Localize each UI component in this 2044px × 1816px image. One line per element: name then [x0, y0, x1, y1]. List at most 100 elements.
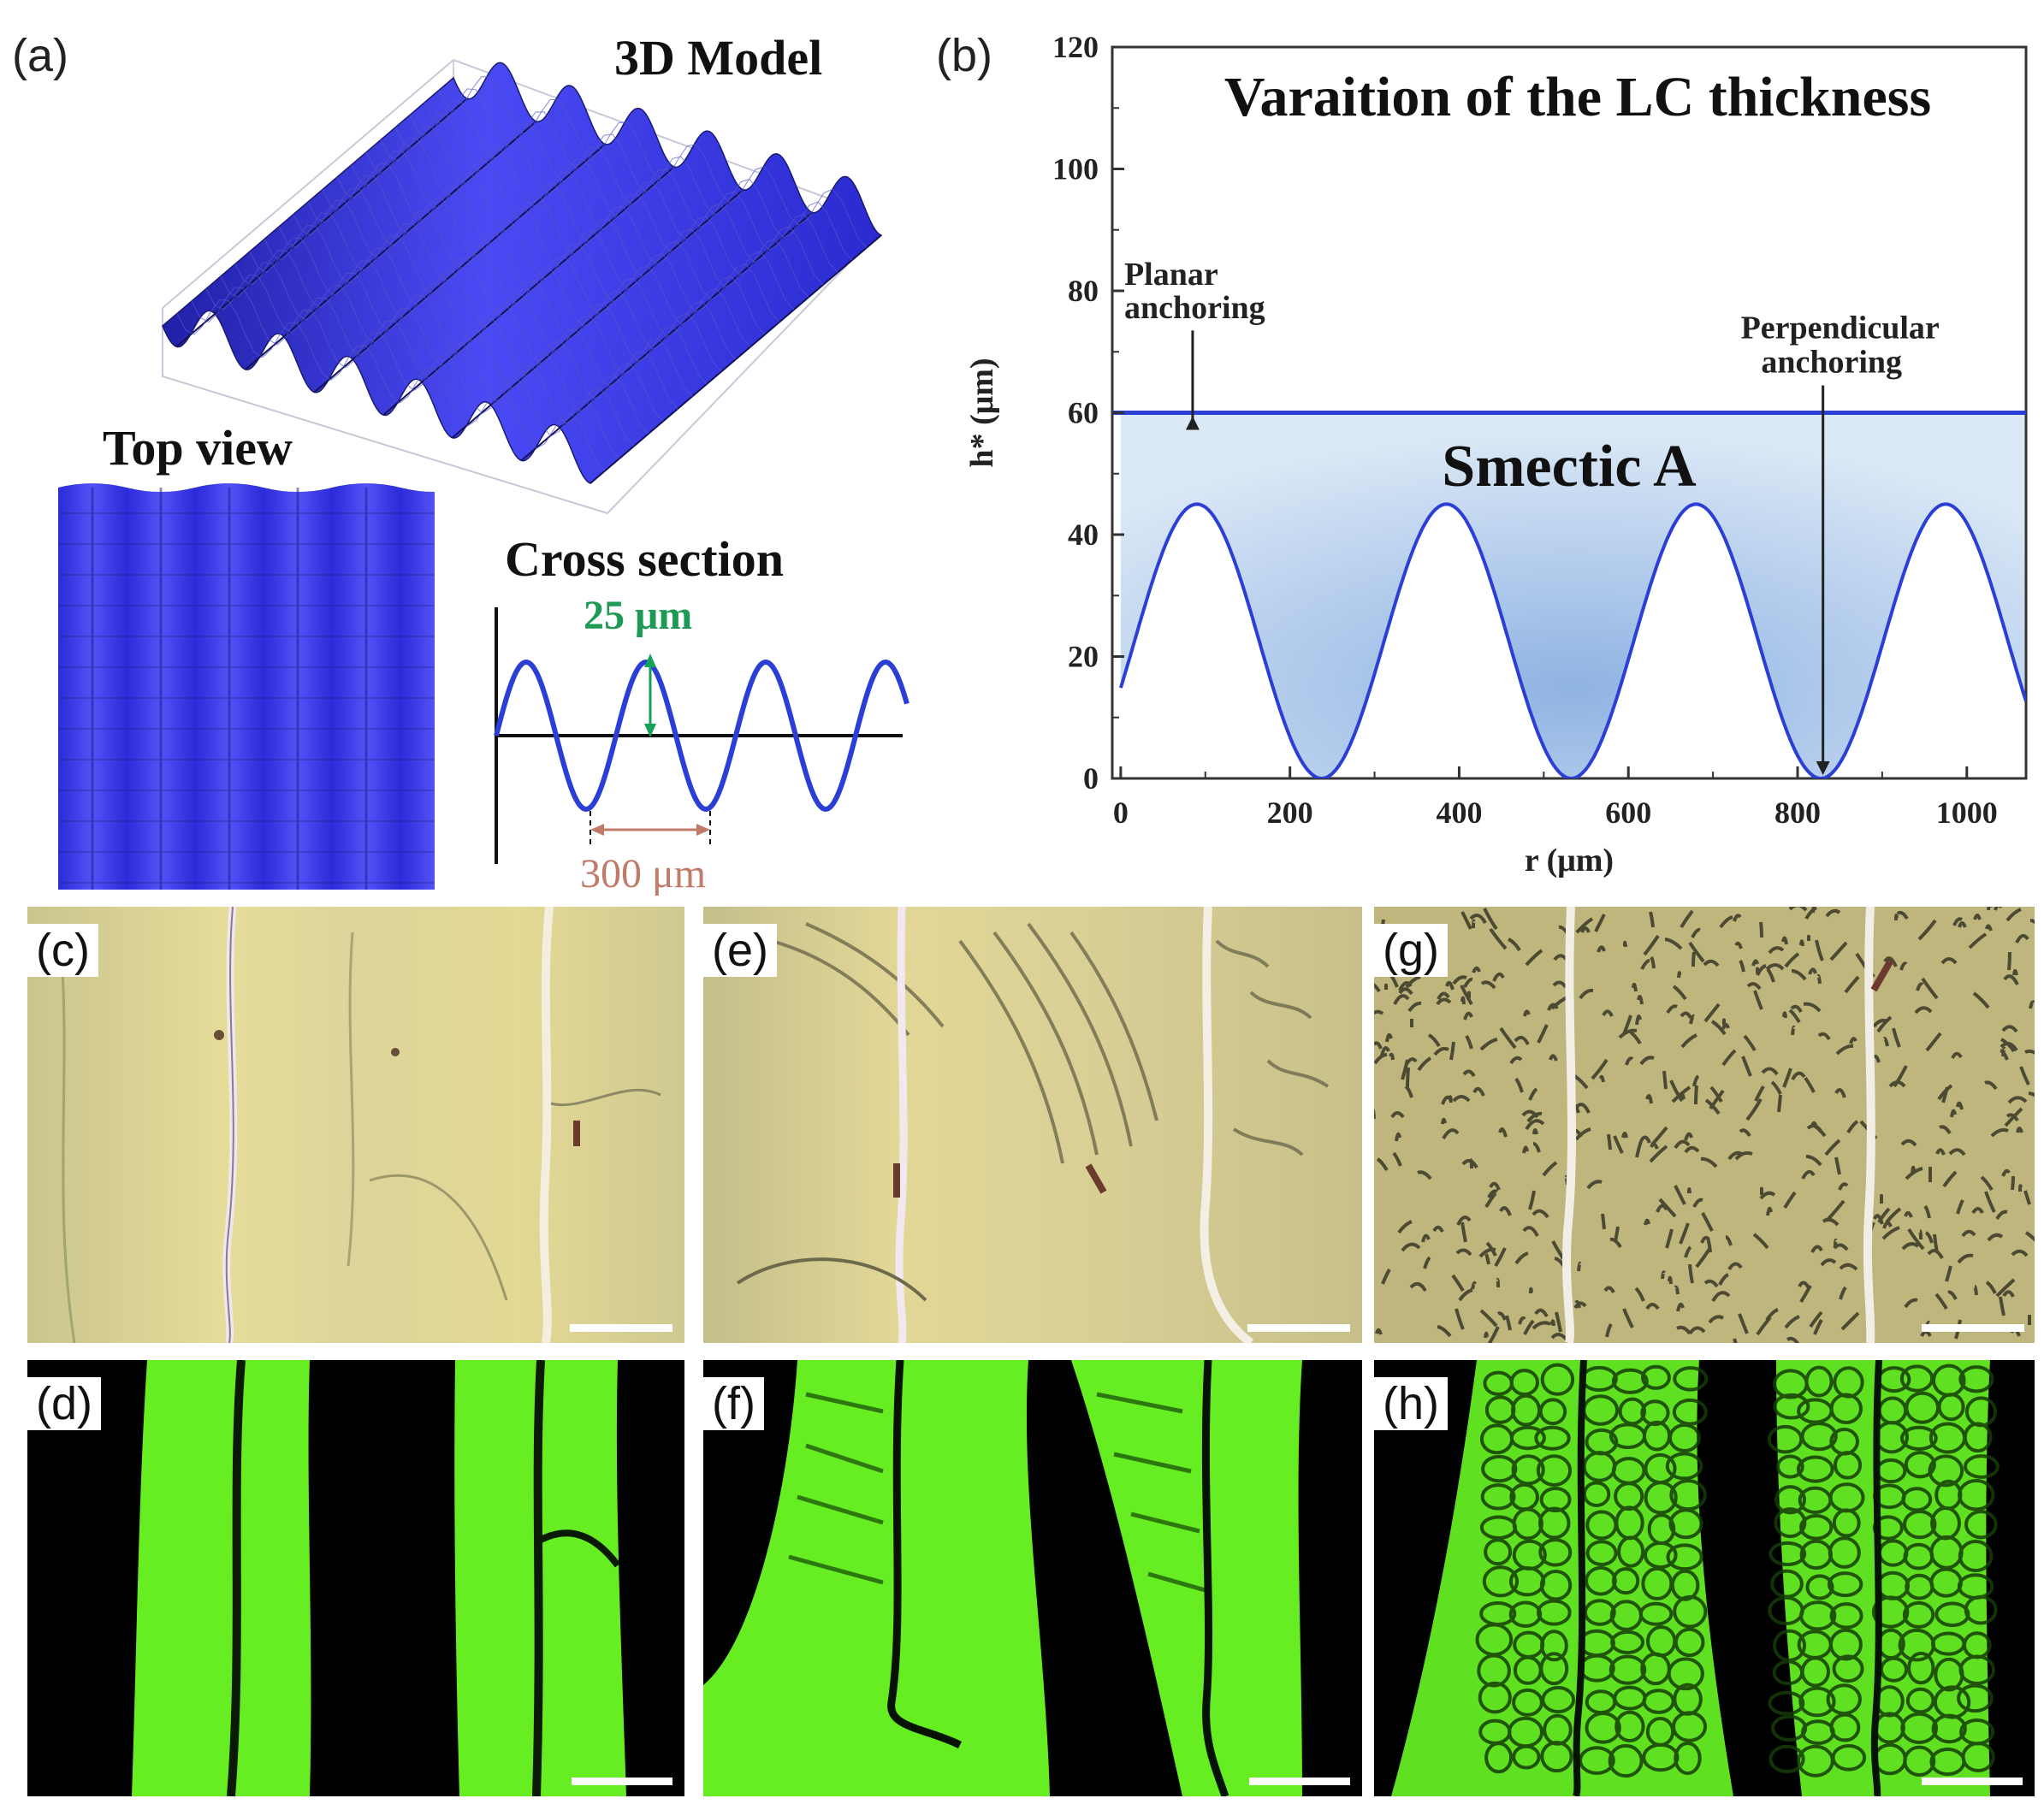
crack-mark: [1798, 1281, 1810, 1289]
crack-mark: [1640, 959, 1650, 970]
crack-mark: [1621, 1132, 1628, 1139]
crack-mark: [1684, 1145, 1700, 1154]
crack-mark: [1509, 1056, 1523, 1065]
domain-cell: [1903, 1510, 1937, 1540]
panel-d-label: (d): [27, 1377, 101, 1430]
crack-mark: [1521, 1109, 1539, 1119]
crack-mark: [1460, 911, 1472, 930]
y-tick-label: 20: [1068, 640, 1099, 674]
domain-cell: [1578, 1746, 1615, 1775]
crack-mark: [1719, 915, 1733, 929]
domain-cell: [1512, 1744, 1541, 1770]
domain-cell: [1536, 1454, 1573, 1487]
grid-line: [394, 113, 824, 286]
crack-mark: [1607, 1133, 1612, 1151]
crack-mark: [1601, 1213, 1606, 1230]
crack-mark: [1924, 1231, 1934, 1244]
crack-mark: [1899, 961, 1908, 971]
crack-mark: [1398, 981, 1413, 991]
grid-line: [264, 224, 693, 397]
domain-cell: [1768, 1690, 1805, 1716]
crack-mark: [1499, 1206, 1512, 1216]
crack-mark: [1437, 1325, 1452, 1338]
crack-mark: [1904, 1298, 1918, 1309]
crack-mark: [2028, 1091, 2035, 1097]
domain-cell: [1902, 1600, 1935, 1629]
crack-mark: [1449, 1041, 1455, 1061]
crack-mark: [1925, 1032, 1942, 1052]
crack-mark: [1532, 1321, 1551, 1330]
panel-c-label: (c): [27, 924, 98, 977]
crack-mark: [1952, 917, 1964, 926]
crack-mark: [1460, 996, 1466, 1005]
crack-mark: [1827, 1199, 1846, 1221]
crack-mark: [1392, 1151, 1402, 1167]
crack-mark: [1756, 964, 1767, 976]
domain-cell: [1481, 1454, 1518, 1483]
crack-mark: [1937, 1084, 1953, 1101]
crack-mark: [1691, 951, 1696, 967]
ridge-line: [313, 143, 607, 393]
domain-cell: [1539, 1569, 1573, 1601]
domain-cell: [1828, 1628, 1863, 1661]
ridge-line: [382, 166, 675, 416]
crack-mark: [1940, 957, 1958, 965]
crack-mark: [1397, 1220, 1413, 1234]
crack-mark: [1753, 990, 1763, 1010]
crack-mark: [1973, 1285, 1978, 1296]
domain-cell: [1642, 1742, 1680, 1772]
crack-mark: [2024, 1231, 2035, 1242]
crack-mark: [1846, 1120, 1859, 1134]
crack-mark: [1987, 1233, 2004, 1242]
crack-mark: [1463, 1011, 1473, 1020]
crack-mark: [1479, 1038, 1498, 1051]
crack-mark: [1839, 1263, 1858, 1271]
crack-mark: [1968, 932, 1988, 949]
grid-line: [351, 150, 780, 322]
crack-mark: [1661, 1270, 1666, 1280]
crack-mark: [1803, 1002, 1822, 1013]
crack-mark: [1900, 1139, 1917, 1147]
domain-cell: [1963, 1422, 1993, 1453]
domain-cell: [1832, 1654, 1864, 1683]
crack-mark: [1894, 914, 1899, 921]
crack-mark: [1677, 971, 1681, 979]
model-3d-title: 3D Model: [614, 30, 823, 86]
crack-mark: [1496, 1311, 1507, 1321]
domain-cell: [1672, 1711, 1708, 1742]
crack-mark: [1971, 1207, 1984, 1215]
y-tick-label: 60: [1068, 396, 1099, 430]
domain-cell: [1536, 1599, 1572, 1626]
crack-mark: [1684, 1132, 1693, 1141]
crack-mark: [1759, 1191, 1776, 1200]
crack-mark: [1957, 1253, 1974, 1264]
domain-cell: [1827, 1571, 1863, 1598]
crack-mark: [1917, 919, 1937, 941]
domain-cell: [1608, 1743, 1644, 1778]
crack-mark: [1398, 987, 1413, 996]
domain-cell: [1538, 1398, 1567, 1426]
domain-cell: [1958, 1478, 1995, 1511]
fluorescence-d: [27, 1360, 684, 1796]
domain-cell: [1674, 1741, 1702, 1776]
crack-mark: [1454, 1308, 1465, 1330]
crack-mark: [1385, 1032, 1393, 1043]
micrograph-g: [1374, 907, 2035, 1343]
crack-mark: [1784, 1315, 1800, 1329]
crack-mark: [1921, 977, 1939, 1000]
crack-mark: [1417, 1056, 1432, 1072]
domain-cell: [1541, 1686, 1576, 1714]
domain-cell: [1539, 1652, 1569, 1686]
top-view-image: [58, 483, 435, 890]
domain-cell: [1585, 1540, 1618, 1566]
crack-mark: [1555, 1311, 1562, 1333]
crack-mark: [1708, 1315, 1725, 1324]
y-tick-label: 80: [1068, 274, 1099, 308]
crack-mark: [1574, 1127, 1591, 1141]
crack-mark: [1835, 1044, 1854, 1056]
crack-mark: [1645, 1094, 1653, 1104]
domain-cell: [1774, 1507, 1807, 1539]
domain-cell: [1829, 1712, 1861, 1742]
crack-mark: [1643, 934, 1660, 956]
annotation-perp-line1: Perpendicular: [1741, 311, 1940, 346]
